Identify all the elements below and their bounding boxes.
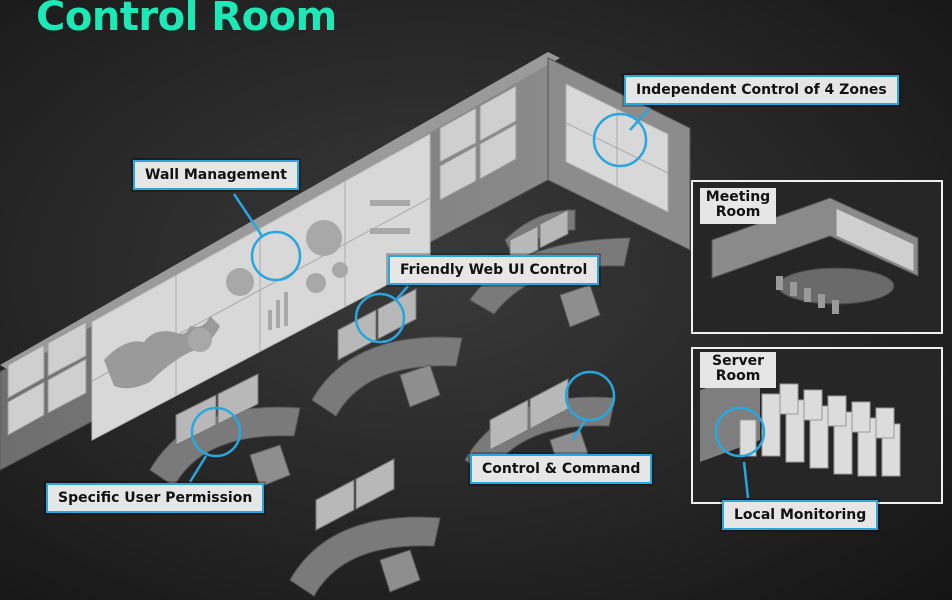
callout-independent-control-zones: Independent Control of 4 Zones — [624, 75, 899, 105]
left-wall-monitors — [7, 321, 87, 436]
wall-top-edge — [0, 52, 560, 372]
callout-local-monitoring: Local Monitoring — [722, 500, 879, 530]
meeting-room-label-line1: Meeting — [705, 189, 771, 205]
upper-wall-monitors — [439, 85, 517, 201]
meeting-screens — [835, 207, 915, 273]
server-room-label-line2: Room — [715, 368, 761, 384]
connectors — [188, 107, 766, 499]
callout-friendly-web-ui-control: Friendly Web UI Control — [388, 255, 600, 285]
meeting-room-label: Meeting Room — [700, 188, 776, 224]
meeting-chairs — [776, 276, 839, 314]
callout-specific-user-permission: Specific User Permission — [46, 483, 265, 513]
wall-charts — [188, 200, 410, 352]
server-racks — [739, 383, 901, 477]
server-room-label: Server Room — [700, 352, 776, 388]
callout-wall-management: Wall Management — [133, 160, 299, 190]
desk-monitors — [175, 209, 569, 531]
server-room-label-line1: Server — [711, 353, 764, 369]
meeting-room-label-line2: Room — [715, 204, 761, 220]
meeting-room-wall — [711, 197, 919, 279]
page-title: Control Room — [36, 0, 337, 40]
callout-control-command: Control & Command — [470, 454, 653, 484]
